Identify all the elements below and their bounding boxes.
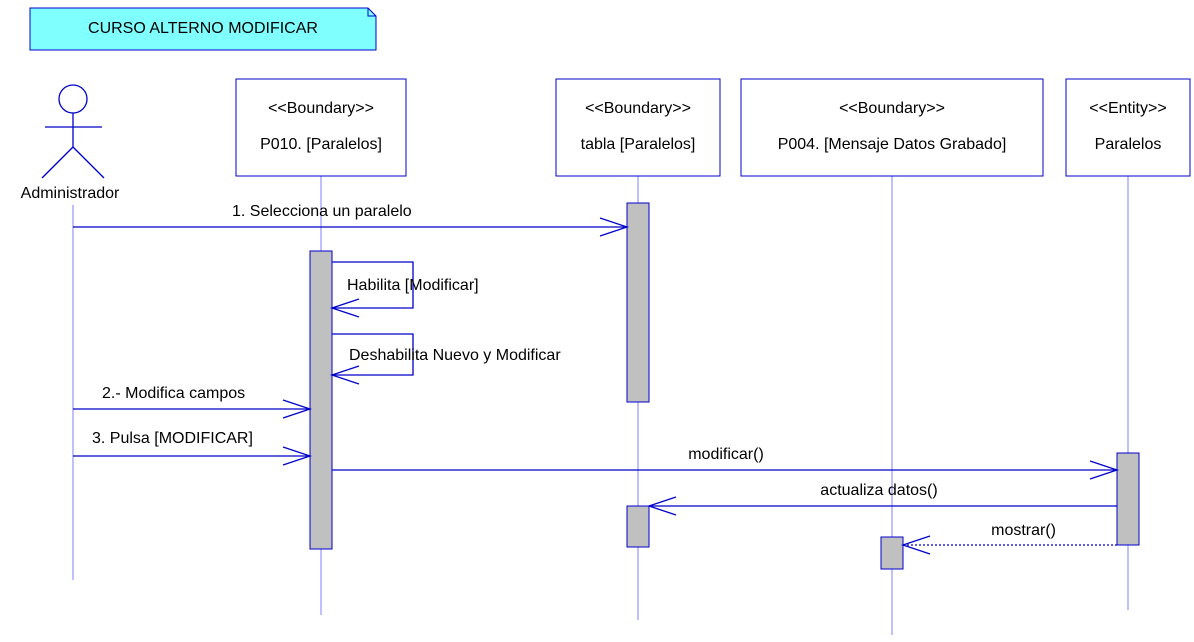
arrow-head-icon [329,298,360,318]
note-text: CURSO ALTERNO MODIFICAR [88,20,318,37]
message-1 [73,217,630,237]
participant-tabla: <<Boundary>> tabla [Paralelos] [555,78,721,177]
activation-bar-p010 [309,250,333,550]
message-self-2 [329,333,414,385]
message-self-1 [329,261,414,318]
arrow-head-icon [599,217,630,237]
diagram-note: CURSO ALTERNO MODIFICAR [29,7,377,51]
arrow-head-icon [646,496,677,516]
participant-name: P010. [Paralelos] [260,136,382,153]
participant-name: tabla [Paralelos] [581,136,696,153]
participant-name: Paralelos [1095,136,1162,153]
arrow-head-icon [282,446,313,466]
message-label: actualiza datos() [820,482,937,499]
actor: Administrador [21,84,120,202]
activations [309,202,1140,570]
note-shape [29,7,377,51]
activation-bar-tabla-2 [626,505,650,548]
participant-stereotype: <<Boundary>> [585,100,691,117]
participant-box [1065,78,1191,177]
participant-p004: <<Boundary>> P004. [Mensaje Datos Grabad… [740,78,1044,177]
note-fold [367,8,376,17]
arrow-head-icon [329,365,360,385]
participant-box [555,78,721,177]
arrow-head-icon [1089,460,1120,480]
participant-paralelos: <<Entity>> Paralelos [1065,78,1191,177]
participant-box [740,78,1044,177]
message-line [332,261,414,309]
message-actualiza [646,496,1117,516]
message-label: modificar() [688,446,764,463]
arrow-head-icon [900,535,931,555]
message-mostrar [900,535,1117,555]
activation-bar-p004 [880,536,904,570]
lifelines [72,176,1129,635]
message-labels: 1. Selecciona un paralelo Habilita [Modi… [92,203,1056,539]
message-label: Deshabilita Nuevo y Modificar [349,347,561,364]
message-modificar [332,460,1120,480]
message-label: 3. Pulsa [MODIFICAR] [92,430,253,447]
message-label: Habilita [Modificar] [347,277,479,294]
stick-figure-actor-icon [41,84,105,179]
participant-stereotype: <<Boundary>> [268,100,374,117]
activation-bar-tabla-1 [626,202,650,403]
message-line [332,333,414,376]
participant-stereotype: <<Boundary>> [839,100,945,117]
message-label: 2.- Modifica campos [102,385,245,402]
participant-p010: <<Boundary>> P010. [Paralelos] [235,78,407,177]
message-label: mostrar() [991,522,1056,539]
arrow-head-icon [282,399,313,419]
activation-bar-paralelos [1116,452,1140,546]
message-2 [73,399,313,419]
message-3 [73,446,313,466]
actor-name: Administrador [21,185,120,202]
participant-stereotype: <<Entity>> [1089,100,1166,117]
participant-name: P004. [Mensaje Datos Grabado] [778,136,1007,153]
messages [73,217,1120,555]
participant-box [235,78,407,177]
message-label: 1. Selecciona un paralelo [232,203,412,220]
